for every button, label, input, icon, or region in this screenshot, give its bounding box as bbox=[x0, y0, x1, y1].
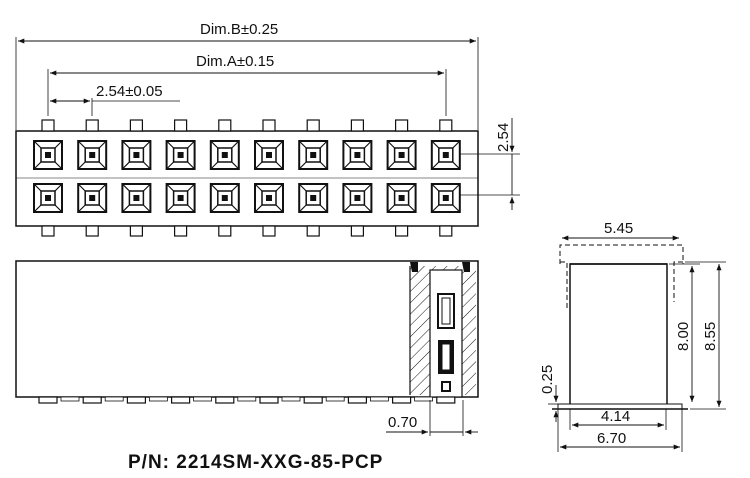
pin-tab-top bbox=[218, 119, 232, 132]
dim-b-label: Dim.B±0.25 bbox=[200, 21, 278, 38]
end-standoff-dimension: 0.25 bbox=[539, 365, 559, 422]
side-pad-gap bbox=[104, 396, 124, 402]
contact-cavity bbox=[33, 140, 63, 170]
side-pad-gap bbox=[281, 396, 301, 402]
side-view bbox=[15, 260, 479, 404]
side-solder-pad bbox=[436, 396, 456, 404]
contact-cavity bbox=[77, 140, 108, 170]
side-solder-pad bbox=[259, 396, 279, 404]
pin-tab-top bbox=[306, 119, 320, 132]
offset-dimension: 0.70 bbox=[386, 400, 478, 436]
side-pad-gap bbox=[60, 396, 80, 402]
pin-tab-top bbox=[439, 119, 453, 132]
end-height-inner-dimension: 8.00 bbox=[669, 263, 700, 402]
pin-tab-top bbox=[174, 119, 188, 132]
end-pad-dimension: 4.14 bbox=[569, 408, 667, 430]
pin-tab-bottom bbox=[395, 225, 409, 237]
contact-cavity bbox=[254, 140, 284, 170]
contact-cavity bbox=[209, 183, 240, 213]
pin-tab-top bbox=[41, 119, 55, 132]
contact-cavity bbox=[298, 140, 329, 170]
side-view-body bbox=[15, 260, 479, 398]
end-standoff-label: 0.25 bbox=[539, 365, 556, 394]
top-pin-tabs bbox=[41, 119, 453, 132]
bottom-pin-tabs bbox=[41, 225, 453, 237]
end-view bbox=[552, 244, 688, 410]
end-width-label: 5.45 bbox=[604, 220, 633, 237]
pitch-dimension: 2.54±0.05 bbox=[50, 83, 180, 116]
side-contact-tail bbox=[441, 381, 451, 392]
end-pad-label: 4.14 bbox=[601, 408, 630, 425]
part-number: P/N: 2214SM-XXG-85-PCP bbox=[128, 452, 383, 473]
contact-cavity bbox=[254, 183, 284, 213]
contact-cavity bbox=[77, 183, 108, 213]
end-base-dimension: 6.70 bbox=[557, 409, 683, 452]
side-pad-gap bbox=[325, 396, 345, 402]
contact-cavity bbox=[298, 183, 329, 213]
contact-cavity bbox=[342, 140, 373, 170]
side-section-notch bbox=[410, 262, 418, 272]
contact-cavity bbox=[121, 140, 152, 170]
side-solder-pad bbox=[347, 396, 367, 404]
pin-tab-top bbox=[85, 119, 99, 132]
pin-tab-bottom bbox=[262, 225, 276, 237]
pin-tab-bottom bbox=[350, 225, 364, 237]
contact-cavity bbox=[430, 140, 461, 170]
pin-tab-top bbox=[395, 119, 409, 132]
top-view bbox=[15, 119, 479, 237]
side-solder-pad bbox=[126, 396, 147, 404]
side-solder-pads bbox=[38, 396, 456, 404]
end-height-total-label: 8.55 bbox=[702, 322, 719, 351]
end-base-label: 6.70 bbox=[597, 430, 626, 447]
pin-tab-top bbox=[350, 119, 364, 132]
pin-tab-bottom bbox=[174, 225, 188, 237]
side-solder-pad bbox=[303, 396, 323, 404]
side-solder-pad bbox=[392, 396, 412, 404]
dim-b-dimension: Dim.B±0.25 bbox=[15, 21, 479, 130]
side-solder-pad bbox=[215, 396, 235, 404]
contact-cavity bbox=[342, 183, 373, 213]
end-width-dimension: 5.45 bbox=[562, 220, 679, 241]
row-pitch-label: 2.54 bbox=[495, 123, 512, 152]
side-section-cavity bbox=[429, 269, 463, 398]
pin-tab-bottom bbox=[306, 225, 320, 237]
pin-tab-bottom bbox=[439, 225, 453, 237]
dim-a-label: Dim.A±0.15 bbox=[196, 53, 274, 70]
pin-tab-bottom bbox=[41, 225, 55, 237]
end-view-body bbox=[569, 263, 668, 408]
contact-cavity bbox=[165, 140, 196, 170]
pin-tab-top bbox=[129, 119, 143, 132]
contact-cavity bbox=[121, 183, 152, 213]
contact-cavity bbox=[165, 183, 196, 213]
side-pad-gap bbox=[148, 396, 168, 402]
pin-tab-bottom bbox=[85, 225, 99, 237]
side-solder-pad bbox=[171, 396, 191, 404]
side-solder-pad bbox=[82, 396, 102, 404]
pitch-label: 2.54±0.05 bbox=[96, 83, 163, 100]
dim-a-dimension: Dim.A±0.15 bbox=[47, 53, 447, 116]
contact-cavities bbox=[33, 140, 461, 213]
contact-cavity bbox=[209, 140, 240, 170]
contact-cavity bbox=[33, 183, 63, 213]
contact-cavity bbox=[386, 140, 417, 170]
end-view-dashed-outline bbox=[559, 244, 684, 308]
side-pad-gap bbox=[369, 396, 389, 402]
side-section-notch-right bbox=[462, 262, 470, 272]
pin-tab-bottom bbox=[218, 225, 232, 237]
end-height-inner-label: 8.00 bbox=[675, 322, 692, 351]
side-pad-gap bbox=[193, 396, 213, 402]
pin-tab-bottom bbox=[129, 225, 143, 237]
pin-tab-top bbox=[262, 119, 276, 132]
row-pitch-dimension: 2.54 bbox=[460, 118, 520, 210]
contact-cavity bbox=[430, 183, 461, 213]
contact-cavity bbox=[386, 183, 417, 213]
side-solder-pad bbox=[38, 396, 58, 404]
side-pad-gap bbox=[237, 396, 257, 402]
offset-label: 0.70 bbox=[388, 414, 417, 431]
end-height-total-dimension: 8.55 bbox=[685, 261, 726, 410]
side-pad-gap bbox=[414, 396, 434, 402]
